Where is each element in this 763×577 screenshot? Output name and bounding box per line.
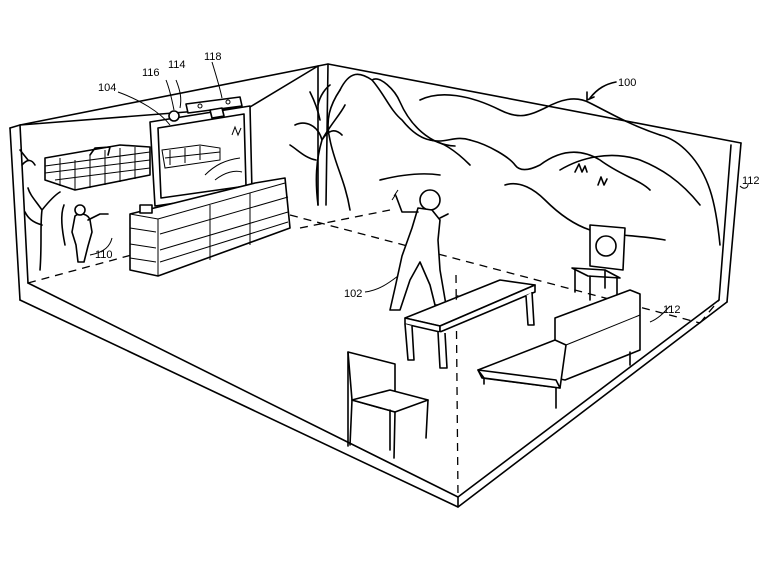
couch-112 [477, 289, 641, 409]
label-114: 114 [168, 59, 186, 71]
left-wall-scene [19, 144, 151, 271]
label-100: 100 [618, 77, 636, 89]
room-box [9, 63, 742, 508]
console-110 [129, 177, 291, 277]
label-112-couch: 112 [663, 304, 681, 316]
label-112-wall: 112 [742, 175, 760, 187]
display-104 [149, 96, 253, 207]
leader-lines [89, 61, 749, 323]
label-102: 102 [344, 288, 362, 300]
label-118: 118 [204, 51, 222, 63]
chair-front [347, 351, 429, 459]
chair-back [571, 224, 626, 301]
label-104: 104 [98, 82, 116, 94]
user-102 [389, 189, 449, 311]
label-116: 116 [142, 67, 160, 79]
label-110: 110 [95, 249, 113, 261]
coffee-table [404, 279, 536, 369]
scenery-projection [289, 73, 721, 246]
